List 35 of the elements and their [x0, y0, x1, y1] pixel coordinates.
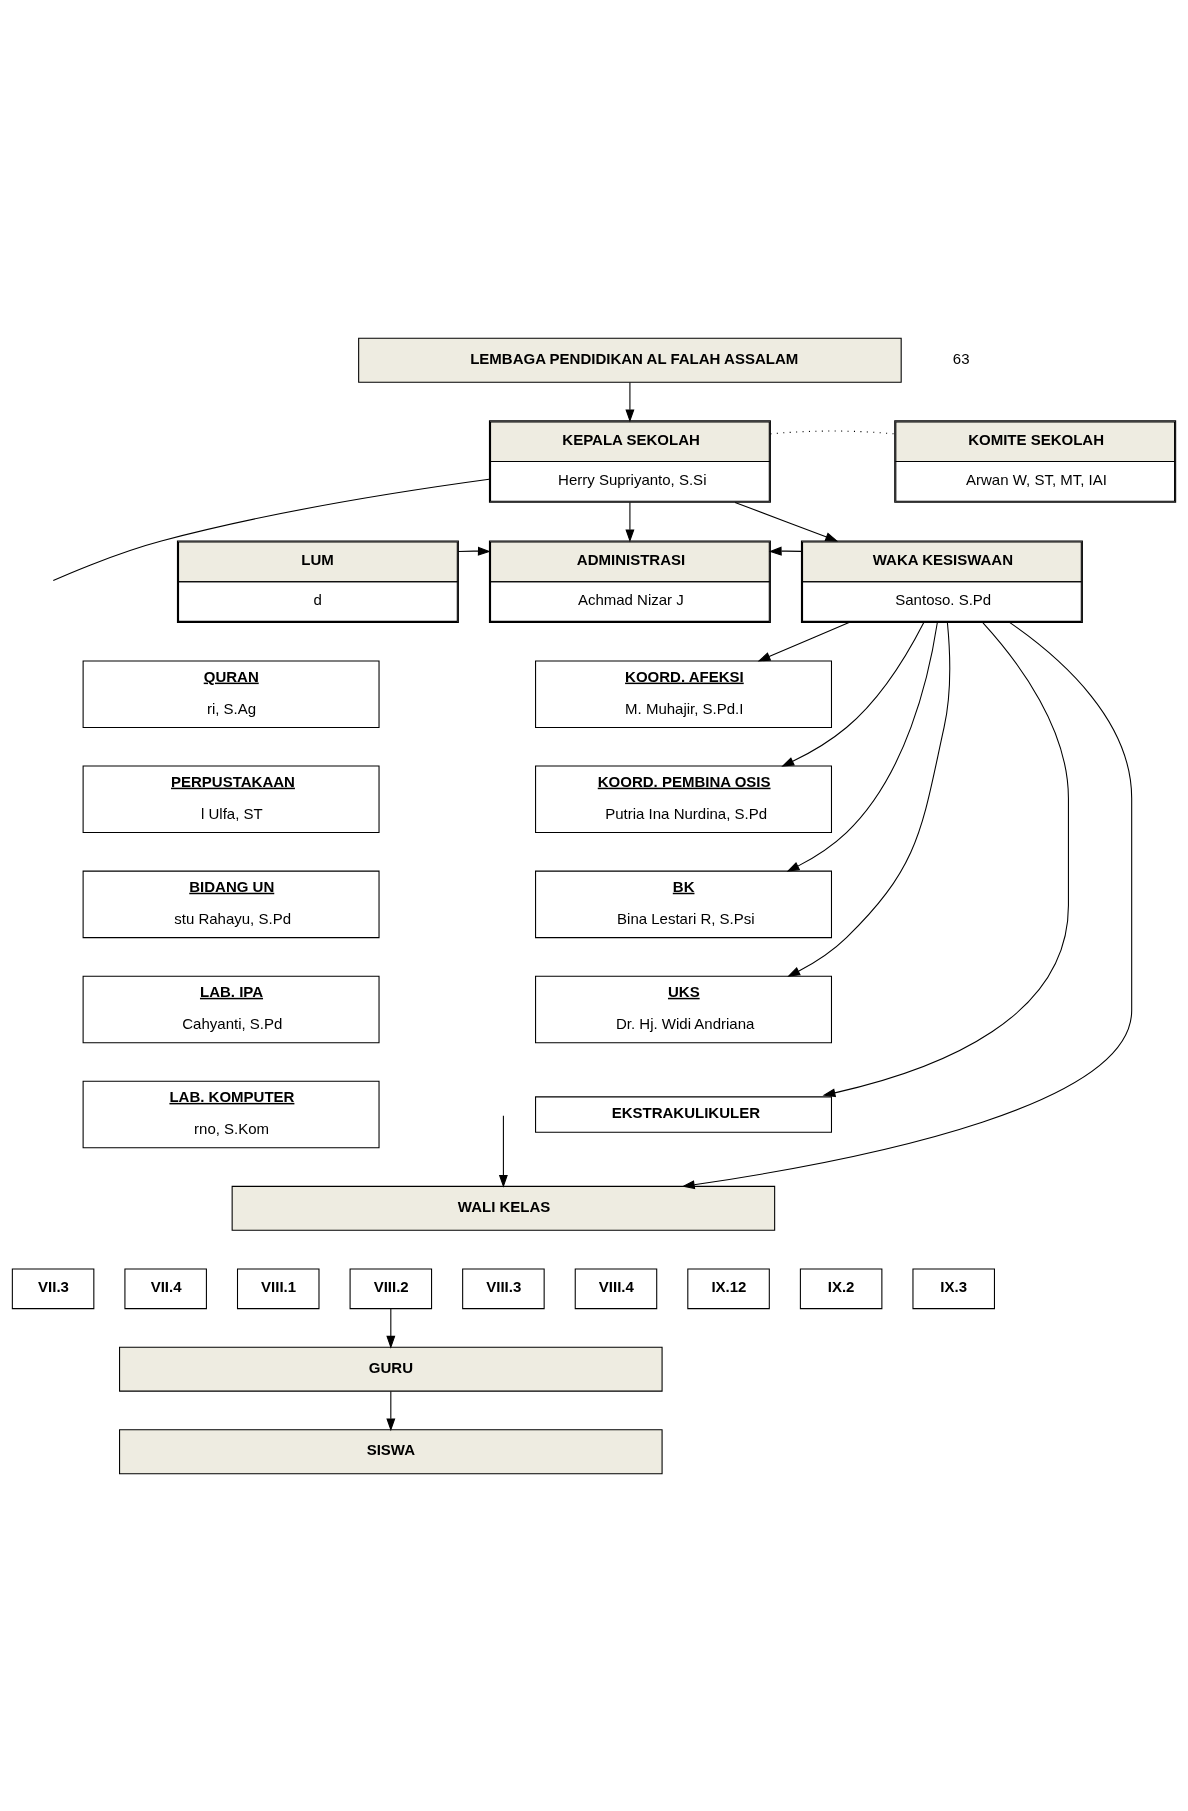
- node-box: VIII.2: [349, 1267, 433, 1309]
- node-box: BIDANG UN stu Rahayu, S.Pd: [82, 870, 380, 938]
- arrow: [786, 621, 938, 872]
- label: 63: [952, 349, 970, 367]
- node-box: IX.12: [687, 1267, 770, 1309]
- node-box: BK Bina Lestari R, S.Psi: [535, 870, 832, 938]
- node-box: VIII.3: [462, 1267, 545, 1309]
- arrow: [822, 621, 1069, 1097]
- node-box: EKSTRAKULIKULER: [535, 1095, 832, 1133]
- node-box: VIII.1: [236, 1267, 320, 1309]
- arrow: [757, 621, 850, 661]
- arrow: [781, 621, 925, 767]
- arrow: [625, 501, 635, 542]
- arrow: [625, 381, 635, 422]
- node-box: KOORD. AFEKSI M. Muhajir, S.Pd.I: [535, 659, 832, 728]
- node-box: VII.3: [11, 1267, 95, 1309]
- arrow: [386, 1390, 396, 1431]
- node-box: UKS Dr. Hj. Widi Andriana: [535, 975, 832, 1043]
- node-box: KOORD. PEMBINA OSIS Putria Ina Nurdina, S.Pd: [535, 765, 832, 833]
- arrow: [787, 621, 951, 977]
- node-box: PERPUSTAKAAN l Ulfa, ST: [82, 765, 380, 833]
- node-box: LAB. IPA Cahyanti, S.Pd: [82, 975, 380, 1043]
- node-box: IX.3: [912, 1267, 995, 1309]
- arrow: [681, 621, 1133, 1189]
- connector: [52, 478, 490, 581]
- node-box: VII.4: [124, 1267, 207, 1309]
- arrow: [498, 1114, 508, 1188]
- node-box: VIII.4: [574, 1267, 658, 1309]
- node-box: IX.2: [799, 1267, 883, 1309]
- arrow: [768, 546, 802, 556]
- arrow: [386, 1307, 396, 1349]
- arrow: [457, 546, 491, 556]
- arrow: [734, 501, 839, 541]
- node-box: QURAN ri, S.Ag: [82, 659, 380, 728]
- node-box: LAB. KOMPUTER rno, S.Kom: [82, 1080, 380, 1148]
